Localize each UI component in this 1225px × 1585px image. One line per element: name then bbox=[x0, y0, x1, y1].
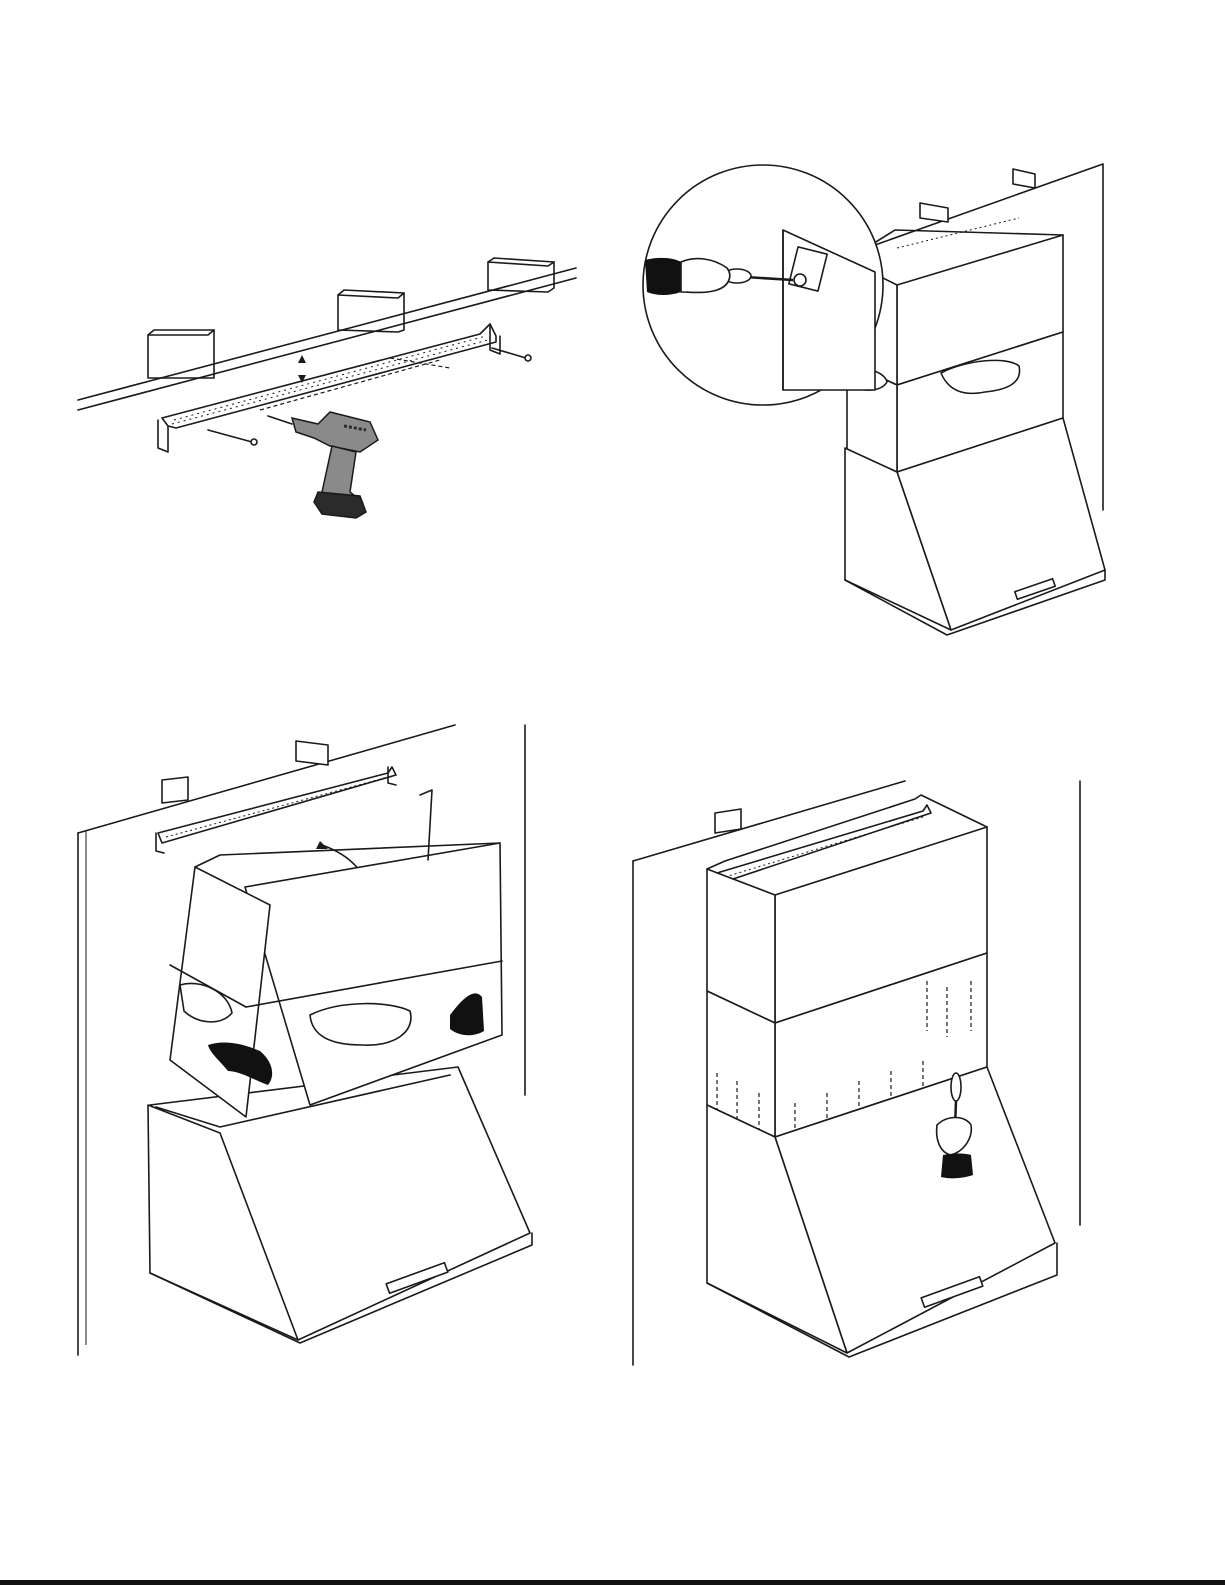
ceiling-joist bbox=[715, 809, 741, 833]
panel-chimney-secure bbox=[635, 160, 1115, 645]
panel-chimney-fasten bbox=[625, 775, 1095, 1375]
bracket-mounting-diagram bbox=[60, 240, 600, 540]
wall-top-edge bbox=[78, 725, 455, 833]
chimney-lift-diagram bbox=[70, 715, 540, 1365]
page-footer-rule bbox=[0, 1580, 1225, 1585]
ceiling-joist bbox=[920, 169, 1035, 222]
panel-chimney-lift bbox=[70, 715, 540, 1365]
chimney-fasten-diagram bbox=[625, 775, 1095, 1375]
screw-icon bbox=[208, 430, 257, 445]
range-hood-body bbox=[148, 1067, 532, 1343]
screw-icon bbox=[492, 348, 531, 361]
ceiling-joist bbox=[148, 330, 214, 378]
mounting-bracket bbox=[156, 767, 396, 853]
ceiling-joist bbox=[162, 741, 328, 803]
gloved-hand-icon bbox=[645, 258, 730, 295]
wall-top-edge bbox=[633, 781, 905, 861]
panel-bracket-mounting bbox=[60, 240, 600, 540]
drill-icon bbox=[268, 412, 378, 518]
up-arrow-icon bbox=[298, 355, 306, 363]
chimney-secure-diagram bbox=[635, 160, 1115, 645]
